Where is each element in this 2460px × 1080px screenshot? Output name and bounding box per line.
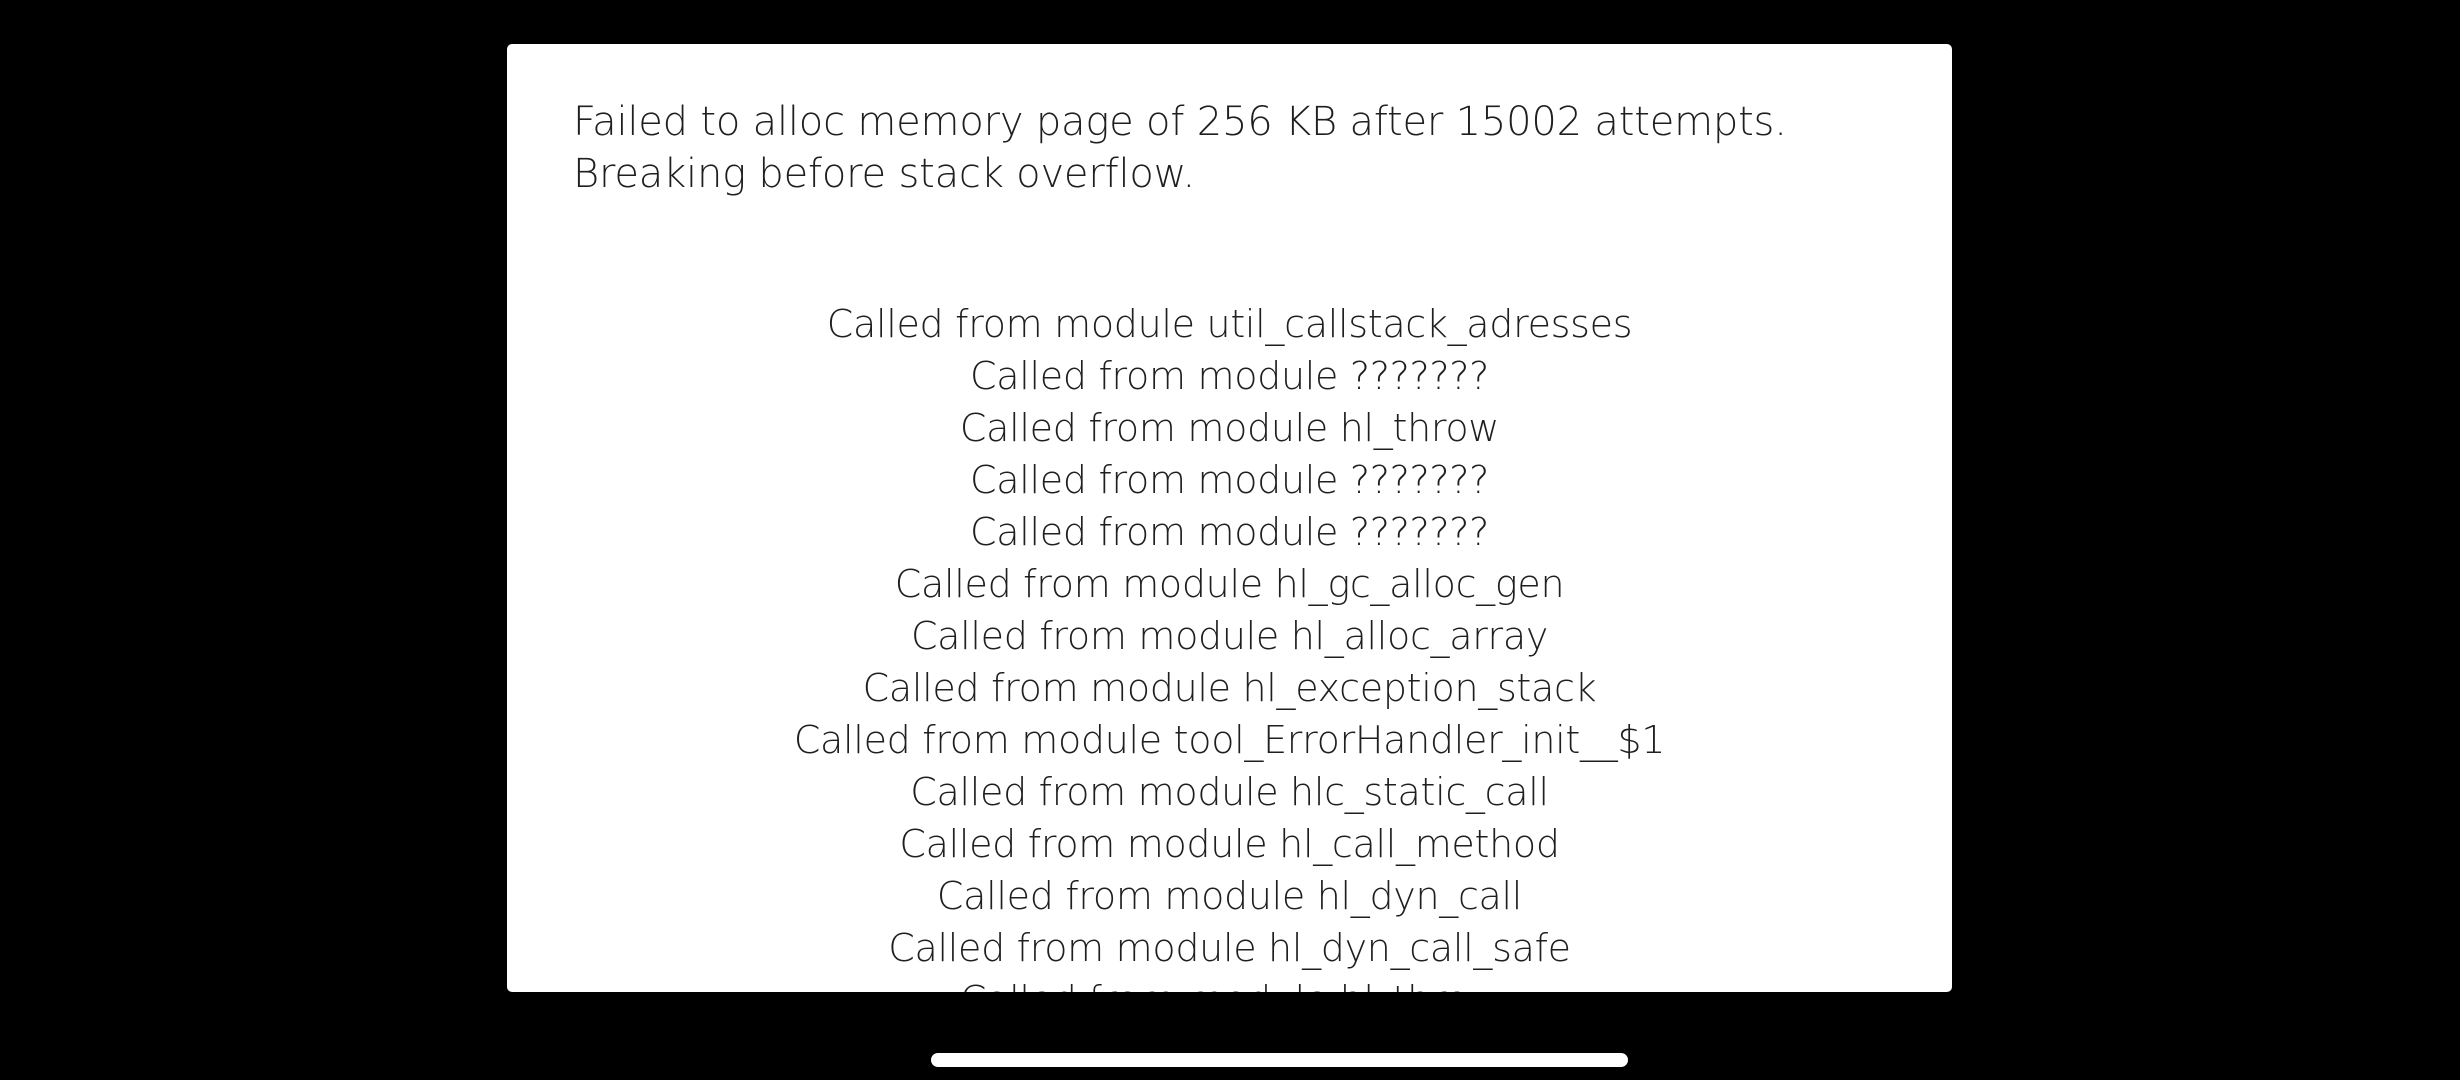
callstack-line: Called from module tool_ErrorHandler_ini… — [793, 718, 1666, 762]
callstack-line: Called from module hlc_static_call — [910, 770, 1549, 814]
alert-message: Failed to alloc memory page of 256 KB af… — [573, 99, 1787, 197]
callstack-line: Called from module hl_alloc_array — [910, 614, 1549, 658]
callstack-line: Called from module hl_throw — [959, 406, 1500, 450]
callstack-line: Called from module hl_dyn_call — [936, 874, 1523, 918]
callstack-line: Called from module hl_call_method — [899, 822, 1560, 866]
home-indicator[interactable] — [931, 1053, 1628, 1067]
callstack-line: Called from module hl_dyn_call_safe — [888, 926, 1571, 970]
callstack-line: Called from module ??????? — [970, 510, 1489, 554]
callstack-line: Called from module hl_throw — [507, 974, 1952, 992]
callstack-line: Called from module ??????? — [970, 458, 1489, 502]
callstack-line: Called from module util_callstack_adress… — [826, 302, 1633, 346]
callstack-line: Called from module hl_exception_stack — [862, 666, 1597, 710]
callstack-line: Called from module hl_gc_alloc_gen — [894, 562, 1565, 606]
error-alert-dialog: Failed to alloc memory page of 256 KB af… — [507, 44, 1952, 992]
callstack-line: Called from module ??????? — [970, 354, 1489, 398]
callstack-list: Called from module util_callstack_adress… — [507, 298, 1952, 992]
